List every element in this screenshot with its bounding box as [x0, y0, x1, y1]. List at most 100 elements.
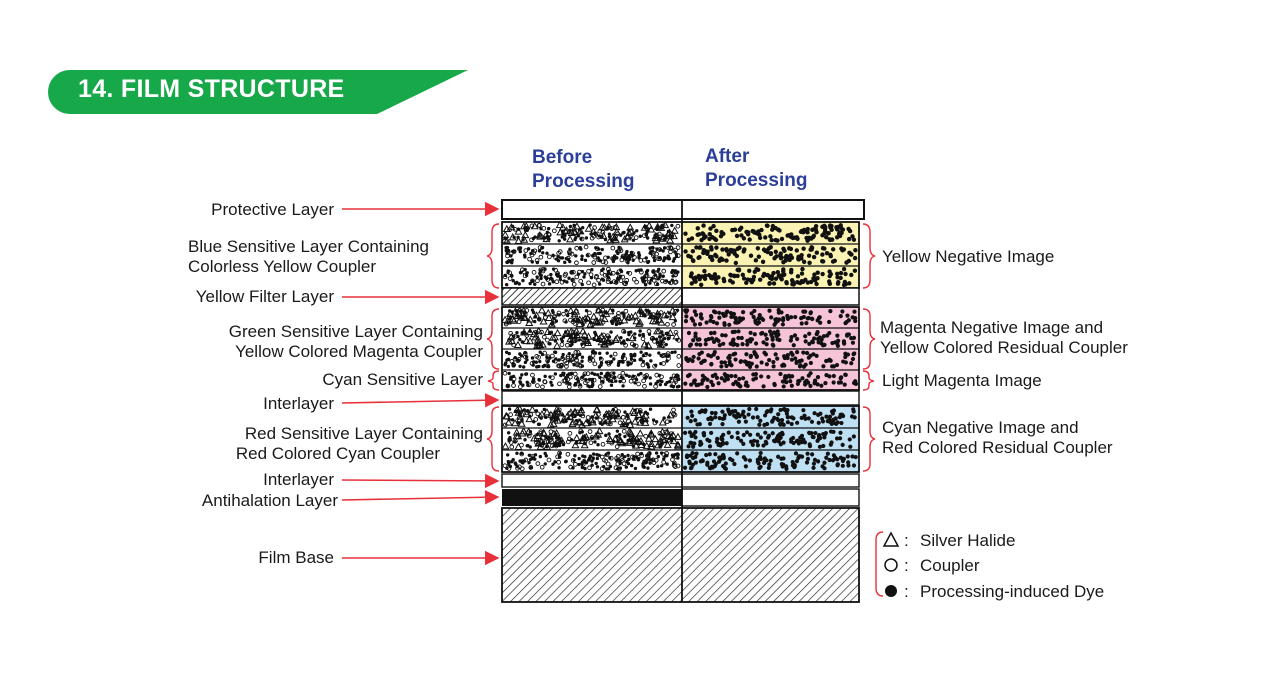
- dye-mark: [632, 353, 636, 358]
- coupler-mark: [566, 436, 572, 442]
- coupler-mark: [574, 375, 579, 381]
- coupler-mark: [671, 322, 676, 327]
- dye-mark: [590, 379, 595, 384]
- coupler-mark: [561, 311, 566, 317]
- coupler-mark: [524, 308, 530, 313]
- dye-mark: [583, 258, 588, 263]
- dye-mark: [622, 352, 626, 357]
- dye-mark: [841, 266, 847, 272]
- dye-mark: [670, 350, 674, 355]
- dye-mark: [851, 237, 857, 242]
- dye-mark: [574, 440, 579, 444]
- dye-mark: [527, 460, 531, 465]
- coupler-mark: [533, 329, 539, 335]
- silver-halide-mark: [562, 226, 571, 234]
- dye-mark: [820, 271, 825, 277]
- dye-mark: [814, 332, 819, 337]
- coupler-mark: [535, 278, 540, 284]
- dye-mark: [571, 466, 575, 470]
- coupler-mark: [602, 272, 608, 278]
- coupler-mark: [562, 273, 568, 278]
- coupler-mark: [519, 442, 524, 448]
- coupler-mark: [529, 223, 535, 229]
- dye-mark: [829, 223, 834, 229]
- dye-mark: [785, 353, 790, 358]
- coupler-mark: [564, 360, 570, 366]
- dye-mark: [741, 247, 747, 253]
- coupler-mark: [586, 280, 591, 286]
- dye-mark: [559, 337, 564, 341]
- dye-mark: [605, 351, 609, 355]
- dye-mark: [597, 247, 601, 251]
- dye-mark: [574, 418, 579, 423]
- dye-mark: [821, 443, 826, 449]
- dye-mark: [744, 380, 749, 385]
- dye-mark: [819, 383, 824, 388]
- coupler-mark: [671, 411, 677, 417]
- coupler-mark: [556, 250, 562, 256]
- silver-halide-mark: [664, 229, 673, 238]
- dye-mark: [667, 415, 671, 419]
- dye-mark: [758, 435, 763, 440]
- dye-mark: [510, 258, 514, 262]
- dye-mark: [691, 354, 696, 360]
- dye-mark: [849, 272, 854, 278]
- coupler-mark: [537, 232, 543, 238]
- dye-mark: [820, 343, 826, 348]
- dye-mark: [705, 437, 710, 442]
- coupler-mark: [530, 379, 536, 385]
- dye-mark: [812, 457, 818, 462]
- dye-mark: [824, 414, 829, 419]
- coupler-mark: [521, 269, 527, 275]
- dye-mark: [715, 355, 720, 360]
- dye-mark: [506, 431, 511, 435]
- coupler-mark: [657, 256, 663, 262]
- dye-mark: [544, 277, 549, 281]
- dye-mark: [717, 315, 722, 320]
- dye-mark: [689, 382, 694, 387]
- dye-mark: [632, 336, 637, 340]
- dye-mark: [791, 282, 796, 287]
- silver-halide-mark: [644, 341, 653, 349]
- silver-halide-mark: [642, 441, 651, 449]
- silver-halide-mark: [589, 312, 598, 320]
- dye-mark: [732, 273, 737, 278]
- dye-mark: [792, 333, 798, 338]
- coupler-mark: [658, 310, 664, 315]
- coupler-mark: [587, 465, 592, 471]
- dye-mark: [645, 268, 650, 273]
- legend-label-silver-halide: Silver Halide: [920, 531, 1015, 550]
- dye-mark: [791, 440, 796, 446]
- coupler-mark: [539, 464, 545, 470]
- dye-mark: [528, 281, 532, 286]
- coupler-mark: [634, 408, 640, 413]
- coupler-mark: [567, 250, 573, 256]
- coupler-mark: [547, 254, 552, 260]
- label-red-sensitive-line1: Red Sensitive Layer Containing: [245, 424, 483, 443]
- dye-mark: [537, 317, 542, 322]
- dye-mark: [624, 465, 628, 469]
- coupler-mark: [640, 362, 646, 368]
- dye-mark: [699, 360, 704, 365]
- dye-mark: [716, 275, 721, 280]
- coupler-mark: [596, 277, 601, 283]
- dye-mark: [504, 350, 509, 355]
- dye-mark: [526, 383, 530, 387]
- silver-halide-mark: [512, 431, 521, 440]
- dye-mark: [742, 359, 747, 364]
- coupler-mark: [654, 232, 660, 238]
- dye-mark: [768, 244, 773, 250]
- coupler-mark: [603, 458, 609, 464]
- dye-mark: [754, 267, 759, 272]
- legend-colon-2: :: [904, 556, 909, 575]
- dye-mark: [788, 270, 794, 275]
- coupler-mark: [540, 281, 546, 287]
- silver-halide-mark: [613, 334, 622, 342]
- dye-mark: [603, 420, 607, 424]
- coupler-mark: [652, 339, 657, 344]
- coupler-mark: [577, 362, 583, 368]
- silver-halide-mark: [647, 430, 656, 438]
- silver-halide-mark: [552, 412, 561, 420]
- dye-mark: [698, 312, 704, 317]
- blue-sensitive-particles: [500, 220, 681, 288]
